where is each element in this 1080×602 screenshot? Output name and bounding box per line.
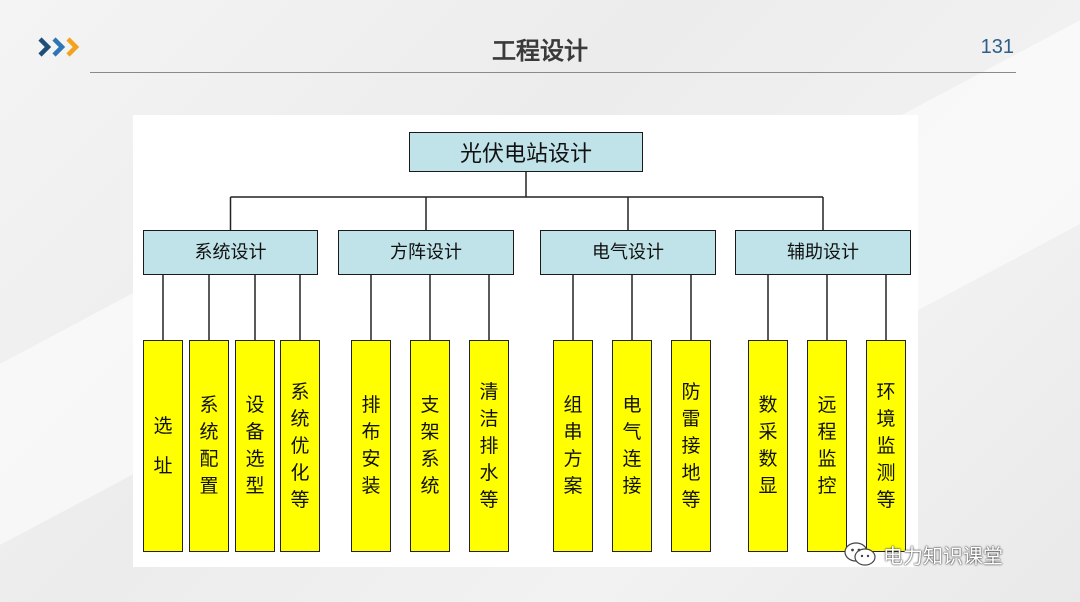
leaf-label: 选址 [153, 415, 173, 477]
category-node: 电气设计 [540, 230, 716, 275]
leaf-node: 清洁排水等 [469, 340, 509, 552]
watermark: 电力知识课堂 [843, 540, 1003, 568]
page-number: 131 [980, 36, 1014, 58]
leaf-node: 系统优化等 [280, 340, 320, 552]
leaf-node: 支架系统 [410, 340, 450, 552]
chevron-arrows-icon [38, 37, 80, 57]
leaf-label: 设备选型 [245, 394, 265, 497]
leaf-node: 数采数显 [748, 340, 788, 552]
leaf-node: 电气连接 [612, 340, 652, 552]
category-node: 系统设计 [143, 230, 318, 275]
leaf-label: 排布安装 [361, 394, 381, 497]
leaf-label: 数采数显 [758, 394, 778, 497]
leaf-label: 系统配置 [199, 394, 219, 497]
root-node: 光伏电站设计 [409, 132, 643, 172]
leaf-node: 远程监控 [807, 340, 847, 552]
header-divider [90, 72, 1016, 73]
leaf-node: 组串方案 [553, 340, 593, 552]
category-label: 电气设计 [592, 242, 664, 263]
leaf-label: 防雷接地等 [681, 380, 701, 511]
leaf-label: 清洁排水等 [479, 380, 499, 511]
category-label: 辅助设计 [787, 242, 859, 263]
category-label: 方阵设计 [390, 242, 462, 263]
category-label: 系统设计 [194, 242, 267, 263]
leaf-node: 设备选型 [235, 340, 275, 552]
wechat-icon [844, 542, 876, 566]
leaf-node: 排布安装 [351, 340, 391, 552]
category-node: 辅助设计 [735, 230, 911, 275]
chevron-icon [66, 37, 80, 57]
chevron-icon [38, 37, 52, 57]
leaf-label: 系统优化等 [290, 380, 310, 511]
chevron-icon [52, 37, 66, 57]
category-node: 方阵设计 [338, 230, 514, 275]
leaf-node: 选址 [143, 340, 183, 552]
leaf-node: 系统配置 [189, 340, 229, 552]
leaf-node: 防雷接地等 [671, 340, 711, 552]
leaf-node: 环境监测等 [866, 340, 906, 552]
leaf-label: 电气连接 [622, 394, 642, 497]
leaf-label: 环境监测等 [876, 380, 896, 511]
leaf-label: 支架系统 [420, 394, 440, 497]
leaf-label: 组串方案 [563, 394, 583, 497]
leaf-label: 远程监控 [817, 394, 837, 497]
slide-title: 工程设计 [492, 37, 588, 65]
watermark-text: 电力知识课堂 [883, 543, 1003, 568]
